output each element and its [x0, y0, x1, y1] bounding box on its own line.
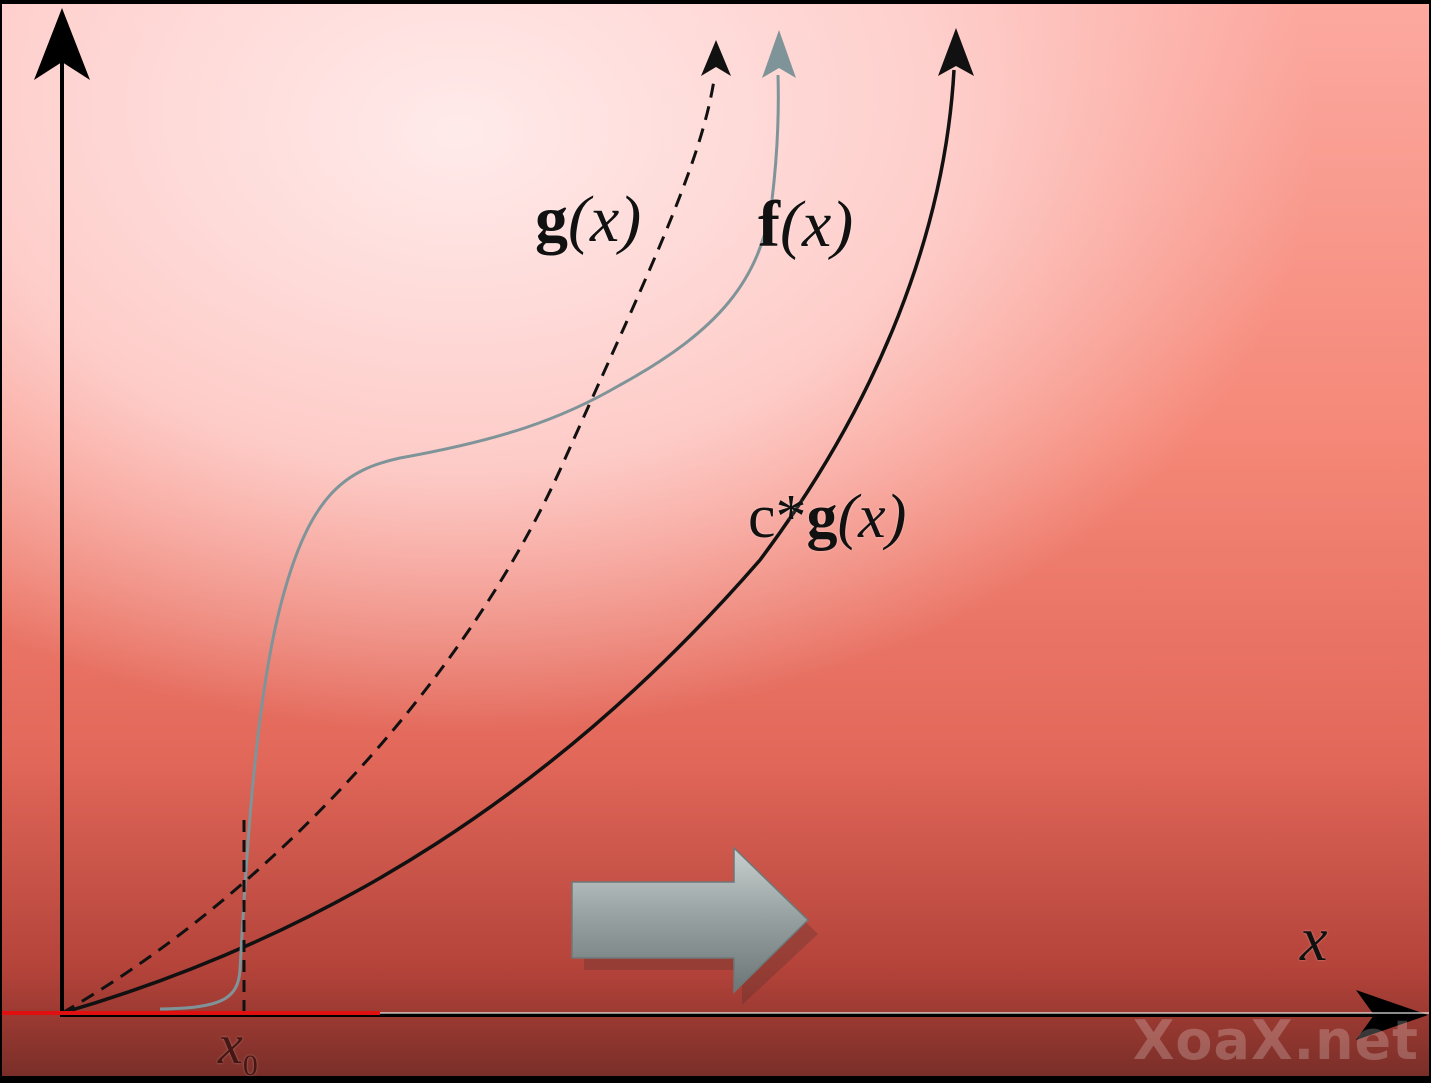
curve-g: [61, 79, 716, 1015]
label-g-arg: (x): [568, 183, 642, 256]
label-c-times-g-of-x: c*g(x): [748, 482, 906, 553]
label-f-bold: f: [758, 188, 780, 261]
label-cg-arg: (x): [837, 483, 907, 551]
curve-c-times-g-arrowhead: [938, 28, 974, 76]
x0-subscript: 0: [242, 1049, 258, 1083]
x-axis-label-text: x: [1300, 906, 1328, 974]
label-cg-bold: g: [806, 483, 838, 551]
label-f-of-x: f(x): [758, 187, 853, 263]
curve-f-arrowhead: [762, 30, 796, 78]
label-f-arg: (x): [779, 188, 854, 261]
label-g-of-x: g(x): [535, 182, 641, 258]
label-cg-prefix: c*: [748, 483, 807, 551]
watermark-logo: XoaX.net: [1132, 1009, 1419, 1072]
x0-tick-label: x0: [218, 1013, 258, 1083]
video-progress-remaining[interactable]: [380, 1012, 1429, 1014]
x-axis-arrowhead: [1356, 990, 1428, 1040]
curve-c-times-g: [61, 69, 956, 1015]
x0-base: x: [218, 1014, 243, 1076]
video-progress-played[interactable]: [2, 1011, 380, 1015]
curve-f: [159, 74, 780, 1011]
right-arrow-icon[interactable]: [571, 846, 818, 1005]
y-axis-arrowhead: [34, 8, 90, 80]
curve-g-arrowhead: [701, 40, 731, 76]
x-axis-label: x: [1300, 905, 1328, 976]
label-g-bold: g: [535, 183, 568, 256]
